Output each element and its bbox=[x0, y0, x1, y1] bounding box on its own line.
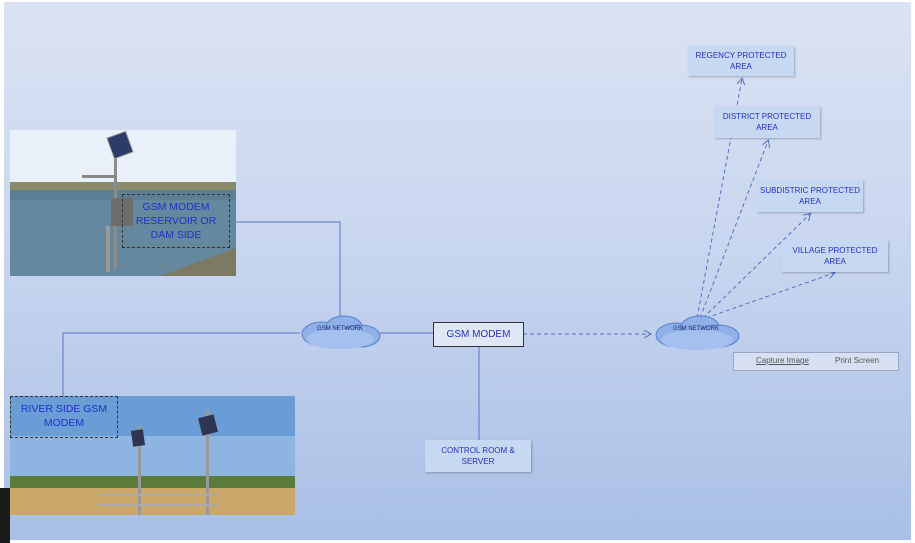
print-screen-button[interactable]: Print Screen bbox=[835, 356, 880, 365]
cloud-network-left bbox=[301, 315, 381, 349]
village-area-box: VILLAGE PROTECTED AREA bbox=[782, 240, 888, 272]
reservoir-modem-label: GSM MODEM RESERVOIR OR DAM SIDE bbox=[135, 201, 217, 241]
network-right-label: GSM NETWORK bbox=[673, 326, 719, 332]
regency-area-box: REGENCY PROTECTED AREA bbox=[688, 46, 794, 76]
arrow-to-subdistrict bbox=[702, 214, 810, 319]
subdistrict-area-box: SUBDISTRIC PROTECTED AREA bbox=[757, 180, 863, 212]
district-area-box: DISTRICT PROTECTED AREA bbox=[714, 106, 820, 138]
corner-edge bbox=[0, 488, 10, 543]
capture-toolbar: Capture Image Print Screen bbox=[733, 352, 899, 371]
reservoir-photo bbox=[10, 130, 236, 276]
cloud-network-right bbox=[655, 315, 740, 350]
arrow-to-village bbox=[705, 273, 834, 319]
network-left-label: GSM NETWORK bbox=[317, 326, 363, 332]
arrow-to-district bbox=[699, 141, 768, 319]
reservoir-label-frame bbox=[122, 194, 230, 248]
link-river-to-network bbox=[62, 332, 300, 397]
capture-image-button[interactable]: Capture Image bbox=[756, 356, 809, 365]
arrow-to-regency bbox=[696, 79, 742, 319]
control-room-box: CONTROL ROOM & SERVER bbox=[425, 440, 531, 472]
link-reservoir-to-network bbox=[232, 221, 341, 322]
river-label-frame bbox=[10, 396, 118, 438]
gsm-modem-box: GSM MODEM bbox=[433, 322, 524, 347]
river-modem-label: RIVER SIDE GSM MODEM bbox=[20, 403, 108, 429]
river-photo bbox=[10, 396, 295, 515]
